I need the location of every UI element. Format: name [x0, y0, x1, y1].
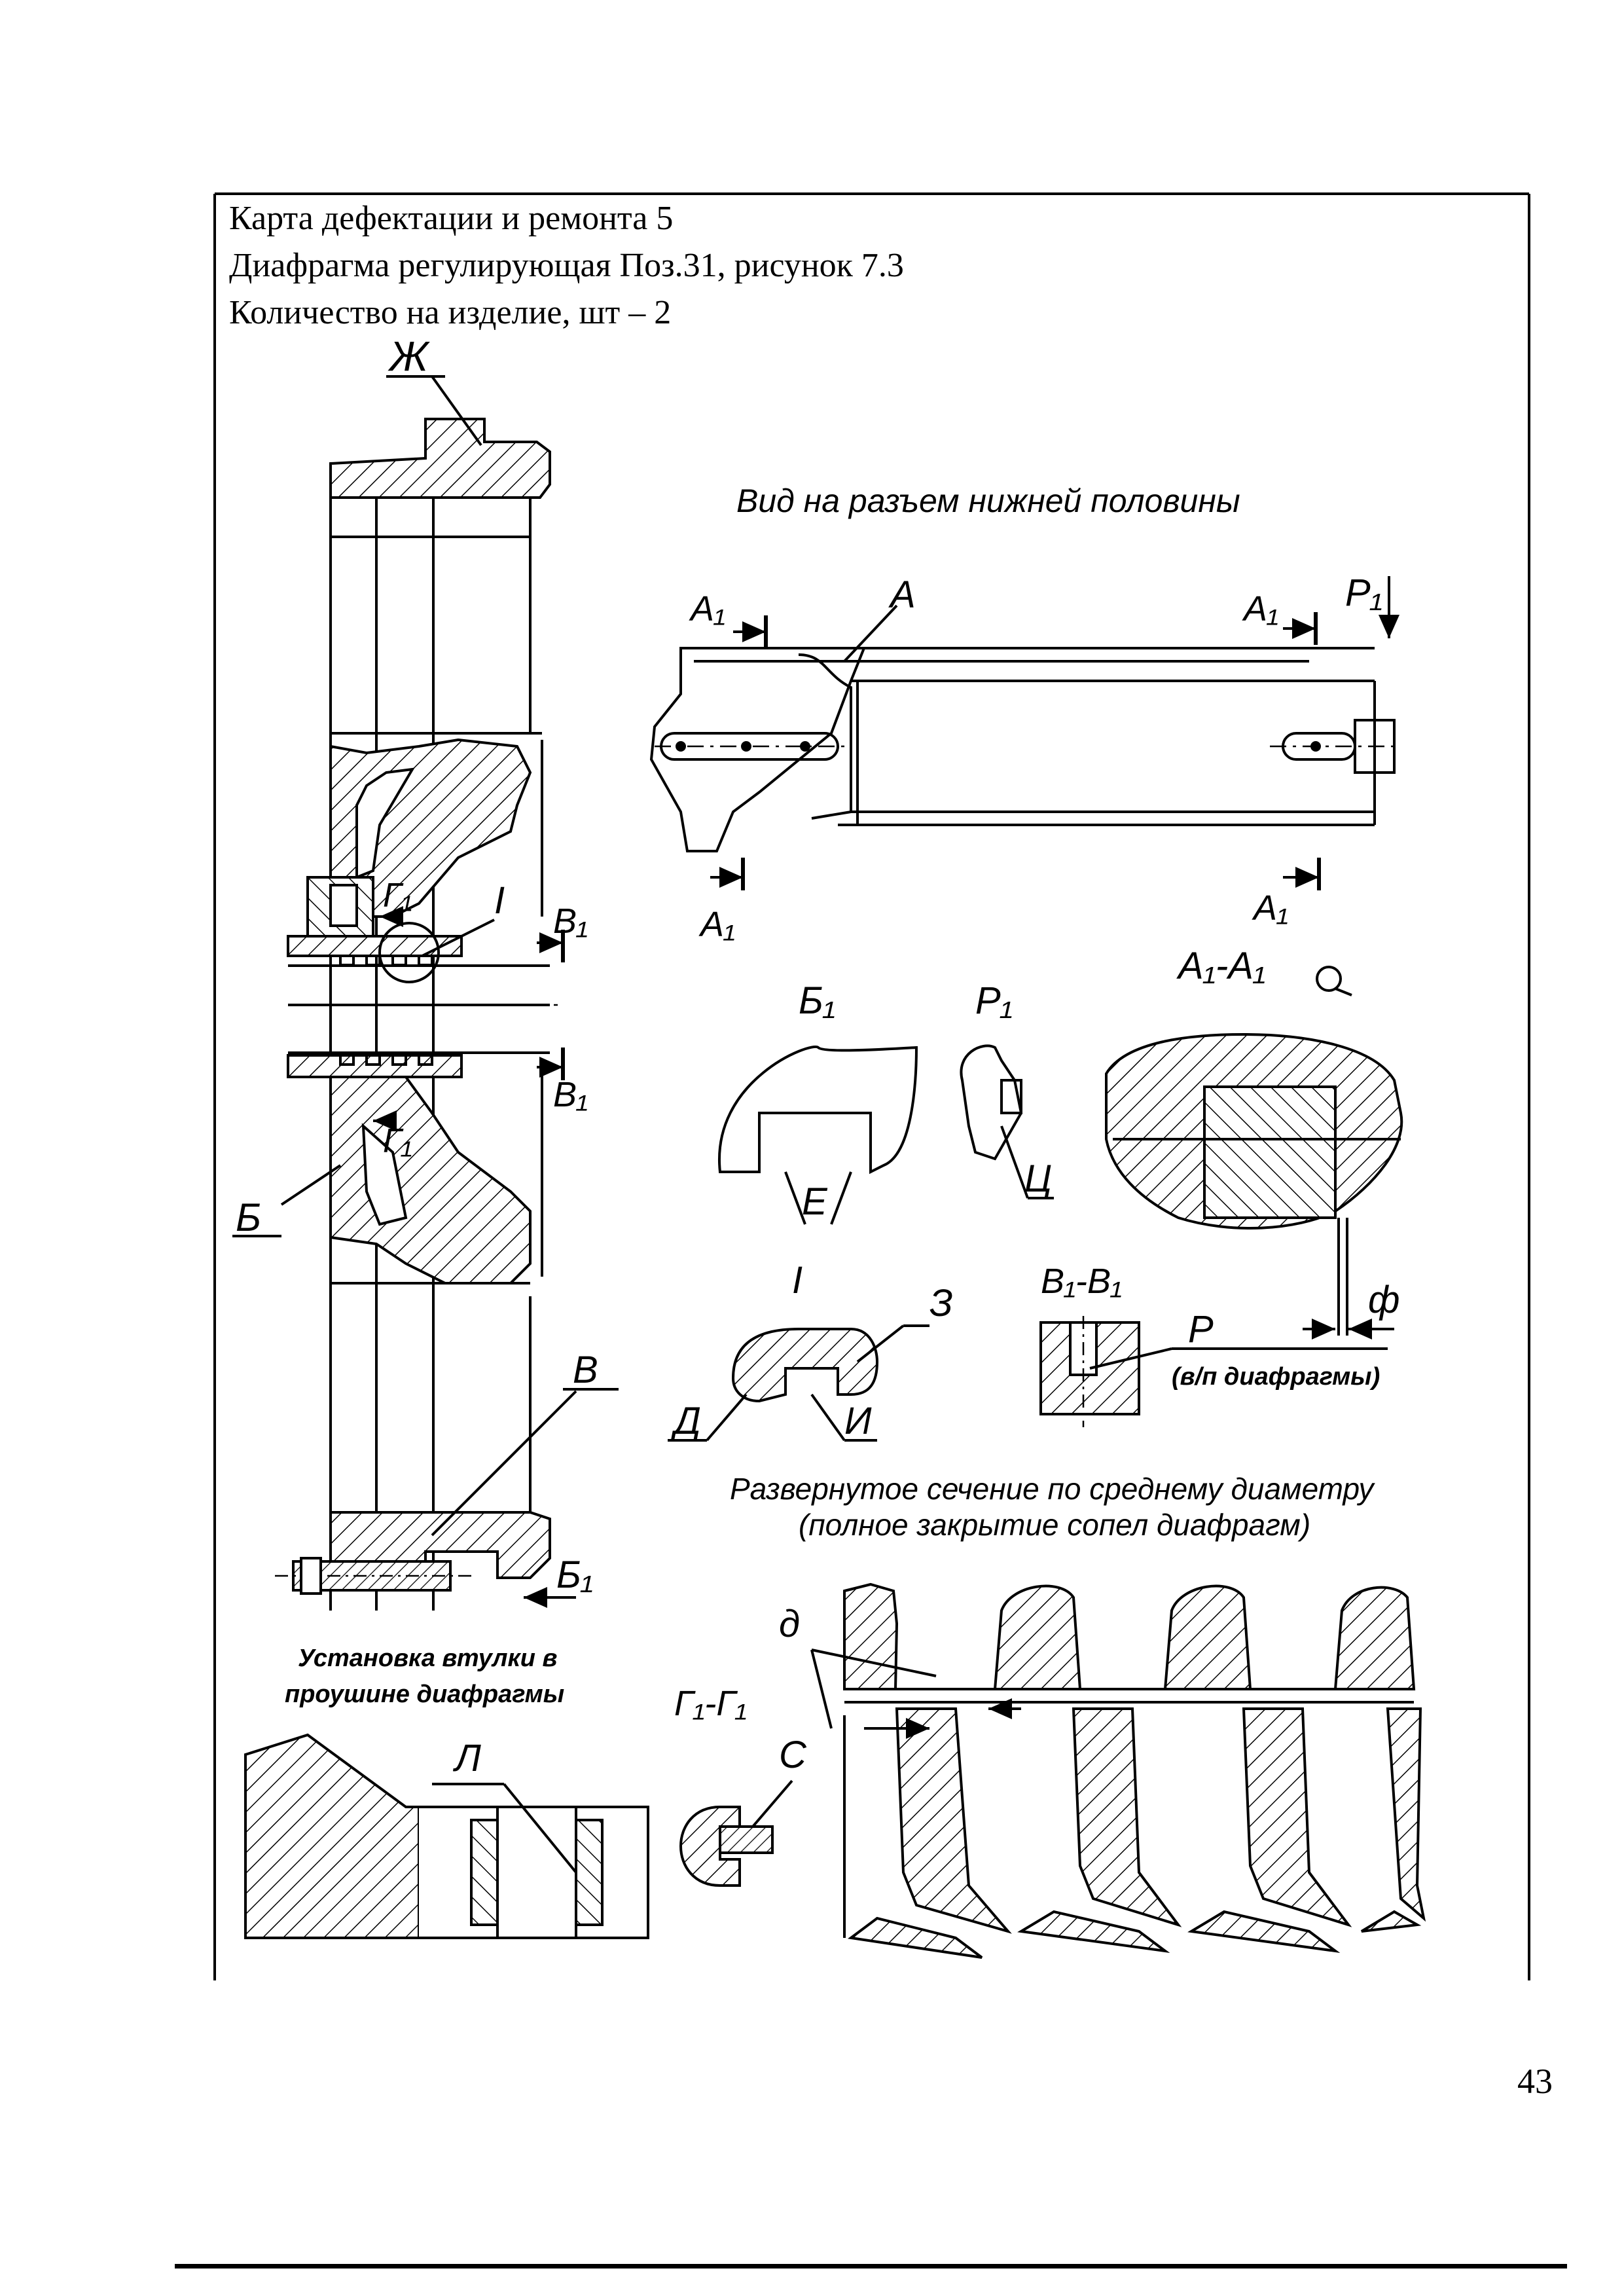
- label-d-cap: Д: [670, 1400, 701, 1442]
- label-i-cap: И: [844, 1400, 872, 1442]
- section-v1v1: [1039, 1316, 1388, 1427]
- bushing-caption-2: проушине диафрагмы: [285, 1681, 564, 1708]
- label-a1-left: А₁: [689, 589, 725, 629]
- label-e: Е: [802, 1180, 828, 1223]
- label-g1g1: Г₁-Г₁: [674, 1684, 747, 1723]
- label-b1-bottom: Б₁: [556, 1554, 593, 1596]
- label-a: А: [888, 574, 916, 616]
- label-a1-bottom-left: А₁: [698, 905, 735, 944]
- label-g1-bottom: Г₁: [383, 1122, 412, 1160]
- label-b: Б: [236, 1195, 261, 1239]
- bottom-rule: [175, 2264, 1567, 2269]
- detail-i: [668, 1324, 929, 1442]
- label-a1-right: А₁: [1242, 589, 1278, 629]
- label-i: I: [494, 879, 505, 922]
- label-d-small: д: [779, 1603, 800, 1645]
- bushing-detail: [244, 1733, 649, 1939]
- label-i-detail: I: [792, 1259, 803, 1302]
- label-z: З: [929, 1282, 953, 1324]
- section-title-1: Развернутое сечение по среднему диаметру: [730, 1472, 1375, 1506]
- label-zh: Ж: [388, 333, 430, 380]
- label-a1-bottom-right: А₁: [1252, 888, 1288, 928]
- label-v: В: [573, 1349, 598, 1391]
- bushing-caption-1: Установка втулки в: [298, 1645, 557, 1672]
- label-p1-detail: Р₁: [975, 979, 1013, 1022]
- diaphragm-side-view: [275, 375, 577, 1611]
- page-number: 43: [1517, 2062, 1553, 2101]
- section-a1a1: [1105, 966, 1403, 1339]
- frame: [213, 192, 1530, 1980]
- card-header: Карта дефектации и ремонта 5 Диафрагма р…: [229, 195, 1473, 337]
- section-title-2: (полное закрытие сопел диафрагм): [799, 1508, 1310, 1542]
- label-a1a1: А₁-А₁: [1176, 945, 1265, 987]
- label-v1-top: В₁: [553, 902, 588, 941]
- label-l: Л: [452, 1737, 481, 1779]
- detail-b1: [718, 1045, 918, 1225]
- view-title: Вид на разъем нижней половины: [736, 483, 1240, 519]
- label-ts: Ц: [1024, 1157, 1052, 1200]
- label-p1-top: Р₁: [1345, 572, 1382, 614]
- label-f: ф: [1368, 1279, 1399, 1321]
- label-b1-detail: Б₁: [799, 979, 835, 1022]
- detail-p1: [960, 1044, 1054, 1199]
- label-s: С: [779, 1734, 807, 1776]
- section-g1g1: [679, 1779, 793, 1887]
- card-title: Карта дефектации и ремонта 5: [229, 200, 674, 237]
- part-name: Диафрагма регулирующая Поз.31, рисунок 7…: [229, 247, 904, 284]
- nozzle-section: [810, 1582, 1426, 1959]
- label-p: Р: [1188, 1308, 1214, 1351]
- quantity: Количество на изделие, шт – 2: [229, 294, 672, 331]
- label-p-note: (в/п диафрагмы): [1172, 1363, 1380, 1391]
- parting-view: [649, 576, 1401, 890]
- label-v1-bottom: В₁: [553, 1075, 588, 1114]
- label-v1v1: В₁-В₁: [1041, 1262, 1122, 1301]
- label-g1-top: Г₁: [383, 877, 412, 915]
